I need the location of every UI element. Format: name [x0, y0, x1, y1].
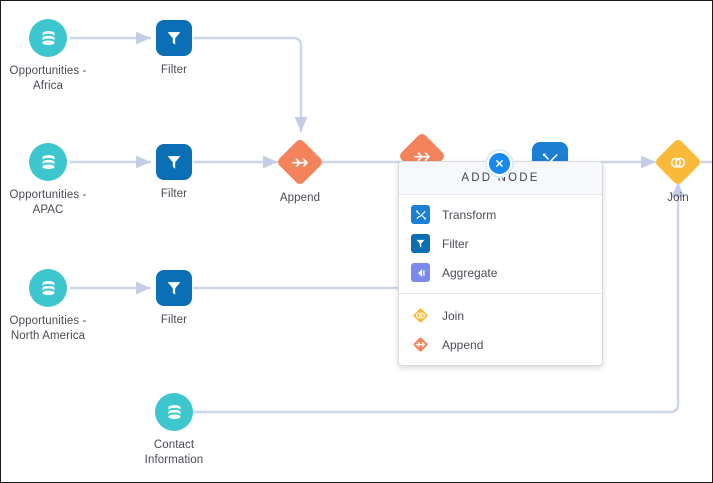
add-node-item-filter[interactable]: Filter: [399, 229, 602, 258]
node-opportunities-apac[interactable]: Opportunities - APAC: [2, 143, 94, 218]
add-node-item-append[interactable]: Append: [399, 330, 602, 359]
funnel-icon: [167, 32, 181, 45]
node-append-1[interactable]: Append: [254, 137, 346, 206]
filter-node-glyph: [156, 20, 192, 56]
join-node-glyph: [653, 137, 703, 187]
node-label: Opportunities - Africa: [9, 65, 87, 92]
append-icon: [292, 157, 308, 167]
aggregate-icon: [411, 263, 430, 282]
add-node-item-label: Append: [442, 337, 484, 352]
join-icon: [670, 156, 686, 168]
append-icon: [411, 335, 430, 354]
database-icon: [41, 30, 55, 45]
node-label: Join: [667, 192, 689, 204]
node-label: Contact Information: [144, 439, 204, 466]
node-label: Filter: [160, 64, 188, 76]
source-node-glyph: [29, 269, 67, 307]
close-popover-button[interactable]: [487, 151, 512, 176]
node-opportunities-africa[interactable]: Opportunities - Africa: [2, 19, 94, 94]
funnel-icon: [167, 282, 181, 295]
ghost-node-append[interactable]: [397, 131, 447, 181]
node-join-1[interactable]: Join: [632, 137, 712, 206]
node-filter-2[interactable]: Filter: [128, 144, 220, 202]
add-node-group-secondary: Join Append: [399, 293, 602, 365]
node-label: Opportunities - APAC: [9, 189, 87, 216]
node-filter-3[interactable]: Filter: [128, 270, 220, 328]
source-node-glyph: [155, 393, 193, 431]
add-node-item-aggregate[interactable]: Aggregate: [399, 258, 602, 287]
database-icon: [41, 154, 55, 169]
funnel-icon: [411, 234, 430, 253]
filter-node-glyph: [156, 144, 192, 180]
node-contact-information[interactable]: Contact Information: [128, 393, 220, 468]
filter-node-glyph: [156, 270, 192, 306]
join-icon: [411, 306, 430, 325]
add-node-item-label: Transform: [442, 207, 497, 222]
node-label: Filter: [160, 314, 188, 326]
node-label: Opportunities - North America: [9, 315, 87, 342]
funnel-icon: [167, 156, 181, 169]
database-icon: [167, 404, 181, 419]
append-icon: [414, 151, 430, 161]
append-node-glyph: [275, 137, 325, 187]
source-node-glyph: [29, 143, 67, 181]
add-node-item-join[interactable]: Join: [399, 301, 602, 330]
add-node-group-primary: Transform Filter: [399, 195, 602, 293]
transform-icon: [411, 205, 430, 224]
add-node-popover: ADD NODE Transform: [398, 161, 603, 366]
node-label: Append: [279, 192, 321, 204]
node-filter-1[interactable]: Filter: [128, 20, 220, 78]
add-node-item-label: Aggregate: [442, 265, 498, 280]
add-node-item-transform[interactable]: Transform: [399, 200, 602, 229]
database-icon: [41, 280, 55, 295]
node-label: Filter: [160, 188, 188, 200]
add-node-item-label: Filter: [442, 236, 469, 251]
close-icon: [496, 160, 503, 167]
source-node-glyph: [29, 19, 67, 57]
add-node-item-label: Join: [442, 308, 465, 323]
node-opportunities-north-america[interactable]: Opportunities - North America: [2, 269, 94, 344]
